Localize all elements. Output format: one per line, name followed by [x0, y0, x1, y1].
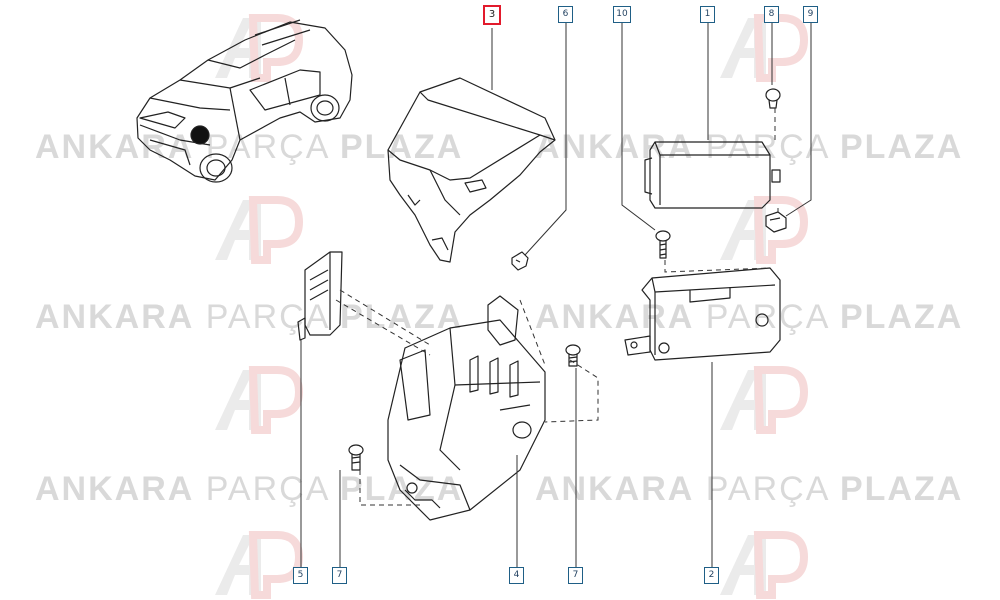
car-illustration [136, 19, 353, 183]
screw-part-7a [348, 444, 364, 471]
watermark-row: ANKARA PARÇA PLAZA [535, 128, 964, 166]
callout-4[interactable]: 4 [509, 567, 524, 584]
screw-part-7b [565, 344, 581, 367]
callout-9[interactable]: 9 [803, 6, 818, 23]
bracket-part-2 [624, 267, 781, 361]
callout-2[interactable]: 2 [704, 567, 719, 584]
control-module [644, 141, 781, 209]
fuse-box-body [387, 295, 546, 521]
callout-6[interactable]: 6 [558, 6, 573, 23]
callout-7a[interactable]: 7 [332, 567, 347, 584]
callout-3[interactable]: 3 [483, 5, 501, 25]
callout-1[interactable]: 1 [700, 6, 715, 23]
watermark-row: ANKARA PARÇA PLAZA [535, 298, 964, 336]
callout-5[interactable]: 5 [293, 567, 308, 584]
callout-10[interactable]: 10 [613, 6, 631, 23]
callout-7b[interactable]: 7 [568, 567, 583, 584]
screw-part-8 [765, 88, 781, 109]
fuse-box-cover [387, 77, 556, 263]
watermark-logo [215, 18, 804, 595]
leader-lines [300, 22, 812, 567]
watermark-row: ANKARA PARÇA PLAZA [535, 470, 964, 508]
assembly-lines [335, 108, 779, 506]
bolt-part-10 [655, 230, 671, 259]
watermark-row: ANKARA PARÇA PLAZA [35, 470, 464, 508]
connector-part-5 [297, 251, 343, 341]
clip-part-6 [511, 251, 529, 271]
watermark-row: ANKARA PARÇA PLAZA [35, 298, 464, 336]
callout-8[interactable]: 8 [764, 6, 779, 23]
nut-part-9 [765, 211, 787, 233]
